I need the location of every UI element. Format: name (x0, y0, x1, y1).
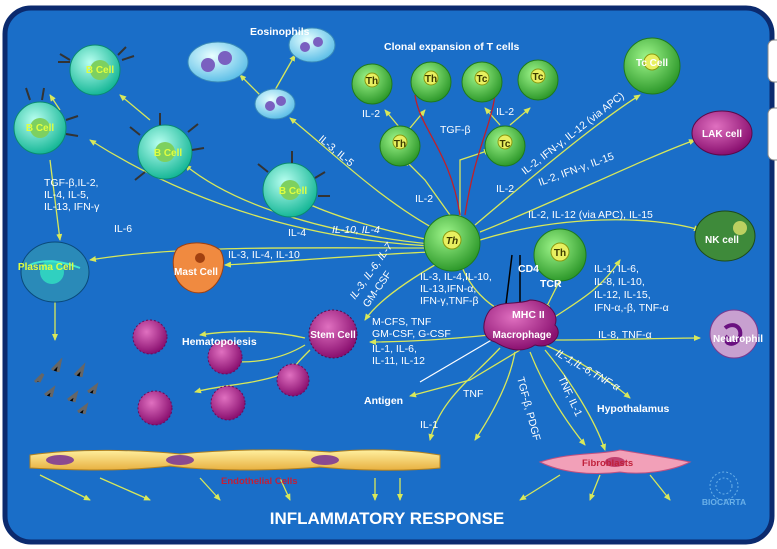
stem-factors-label: IL-1, IL-6, (372, 343, 417, 355)
stem-factors-label: GM-CSF, G-CSF (372, 328, 451, 340)
fibroblasts-label: Fibroblasts (582, 458, 633, 469)
tgf-beta-label: TGF-β (440, 124, 471, 136)
b-cell: B Cell (13, 87, 79, 155)
il2-label: IL-2 (496, 183, 514, 195)
macrophage-cytokines-label: IFN-γ,TNF-β (420, 295, 479, 307)
neutrophil-cell: Neutrophil (709, 309, 763, 359)
il10-il4-label: IL-10, IL-4 (332, 224, 380, 236)
macrophage-cell: Macrophage (483, 299, 559, 351)
tc-cell-mid: Tc (484, 125, 526, 167)
th-cell-right: Th (533, 228, 587, 282)
il4-label: IL-4 (288, 227, 306, 239)
tc-cell-clonal: Tc (461, 61, 503, 103)
hematopoiesis-cells (132, 319, 310, 426)
nk-cell: NK cell (694, 210, 756, 262)
eosinophil-cell (288, 27, 336, 63)
plasma-cytokines-label: IL-13, IFN-γ (44, 201, 100, 213)
stem-factors-label: IL-11, IL-12 (372, 355, 425, 367)
stem-factors-label: M-CFS, TNF (372, 316, 431, 328)
stem-cell: Stem Cell (308, 309, 358, 359)
svg-text:Th: Th (446, 236, 458, 247)
svg-text:Tc: Tc (533, 72, 544, 83)
mast-cytokines-label: IL-3, IL-4, IL-10 (228, 249, 300, 261)
biocarta-logo (709, 471, 739, 501)
svg-text:NK cell: NK cell (705, 235, 739, 246)
mhc-label: MHC II (512, 309, 545, 321)
svg-text:Th: Th (554, 248, 566, 259)
macrophage-cytokines-label: IL-3, IL-4,IL-10, (420, 271, 492, 283)
th-cell-central: Th (423, 214, 481, 272)
th-right-cytokines-label: IL-1, IL-6, (594, 263, 639, 275)
svg-text:Plasma Cell: Plasma Cell (18, 262, 74, 273)
svg-text:B Cell: B Cell (154, 148, 183, 159)
il6-label: IL-6 (114, 223, 132, 235)
tnf-label: TNF (463, 388, 483, 400)
th-cell-clonal: Th (351, 63, 393, 105)
svg-text:B Cell: B Cell (26, 123, 55, 134)
macrophage-cytokines-label: IL-13,IFN-α, (420, 283, 476, 295)
svg-text:LAK cell: LAK cell (702, 129, 742, 140)
fibroblast-cell (538, 449, 692, 474)
antigen-line (419, 334, 501, 383)
il2-label: IL-2 (362, 108, 380, 120)
th-right-cytokines-label: IL-8, IL-10, (594, 276, 645, 288)
th-right-cytokines-label: IL-12, IL-15, (594, 289, 651, 301)
svg-text:Th: Th (425, 74, 437, 85)
clonal-expansion-label: Clonal expansion of T cells (384, 41, 520, 53)
svg-text:B Cell: B Cell (279, 186, 308, 197)
antibody-cluster (33, 357, 99, 415)
b-cell: B Cell (129, 113, 205, 181)
il2-label: IL-2 (415, 193, 433, 205)
th-cell-clonal: Th (410, 61, 452, 103)
svg-text:Tc Cell: Tc Cell (636, 58, 668, 69)
plasma-cytokines-label: TGF-β,IL-2, (44, 177, 98, 189)
svg-text:Tc: Tc (500, 139, 511, 150)
th-cell-mid: Th (379, 125, 421, 167)
neutrophil-cytokines-label: IL-8, TNF-α (598, 329, 652, 341)
svg-text:Tc: Tc (477, 74, 488, 85)
eosinophil-cell (187, 41, 249, 83)
arrow-layer (39, 54, 701, 501)
b-cell: B Cell (257, 151, 330, 218)
eosinophil-cell (254, 88, 296, 120)
nk-cell-cytokines-label: IL-2, IL-12 (via APC), IL-15 (528, 209, 653, 221)
mast-cell: Mast Cell (172, 242, 224, 294)
legend-box-bottom (767, 107, 777, 161)
il1-label: IL-1 (420, 419, 438, 431)
plasma-cytokines-label: IL-4, IL-5, (44, 189, 89, 201)
b-cell: B Cell (58, 44, 135, 96)
background-panel (2, 5, 775, 545)
il2-label: IL-2 (496, 106, 514, 118)
svg-text:Th: Th (366, 76, 378, 87)
antigen-label: Antigen (364, 395, 403, 407)
inflammatory-response-title: INFLAMMATORY RESPONSE (270, 509, 505, 528)
hematopoiesis-label: Hematopoiesis (182, 336, 257, 348)
svg-text:Macrophage: Macrophage (493, 330, 552, 341)
plasma-cell: Plasma Cell (18, 241, 90, 303)
endothelial-cells (29, 449, 441, 471)
legend-box-top (767, 39, 777, 83)
svg-text:Mast Cell: Mast Cell (174, 267, 218, 278)
cd4-tcr-link (504, 254, 513, 313)
lak-cell: LAK cell (691, 110, 753, 156)
tgf-inhibit-line (464, 94, 496, 216)
eosinophils-label: Eosinophils (250, 26, 310, 38)
svg-text:Neutrophil: Neutrophil (713, 334, 763, 345)
endothelial-label: Endothelial Cells (221, 476, 298, 487)
cd4-label: CD4 (518, 263, 539, 275)
svg-text:Stem Cell: Stem Cell (310, 330, 356, 341)
tc-cell-large: Tc Cell (623, 37, 681, 95)
svg-text:B Cell: B Cell (86, 65, 115, 76)
tcr-label: TCR (540, 278, 562, 290)
tgf-inhibit-line (414, 94, 461, 216)
svg-text:Th: Th (394, 139, 406, 150)
hypothalamus-label: Hypothalamus (597, 403, 670, 415)
th-right-cytokines-label: IFN-α,-β, TNF-α (594, 302, 669, 314)
tc-cell-clonal: Tc (517, 59, 559, 101)
biocarta-wordmark: BIOCARTA (702, 497, 746, 507)
